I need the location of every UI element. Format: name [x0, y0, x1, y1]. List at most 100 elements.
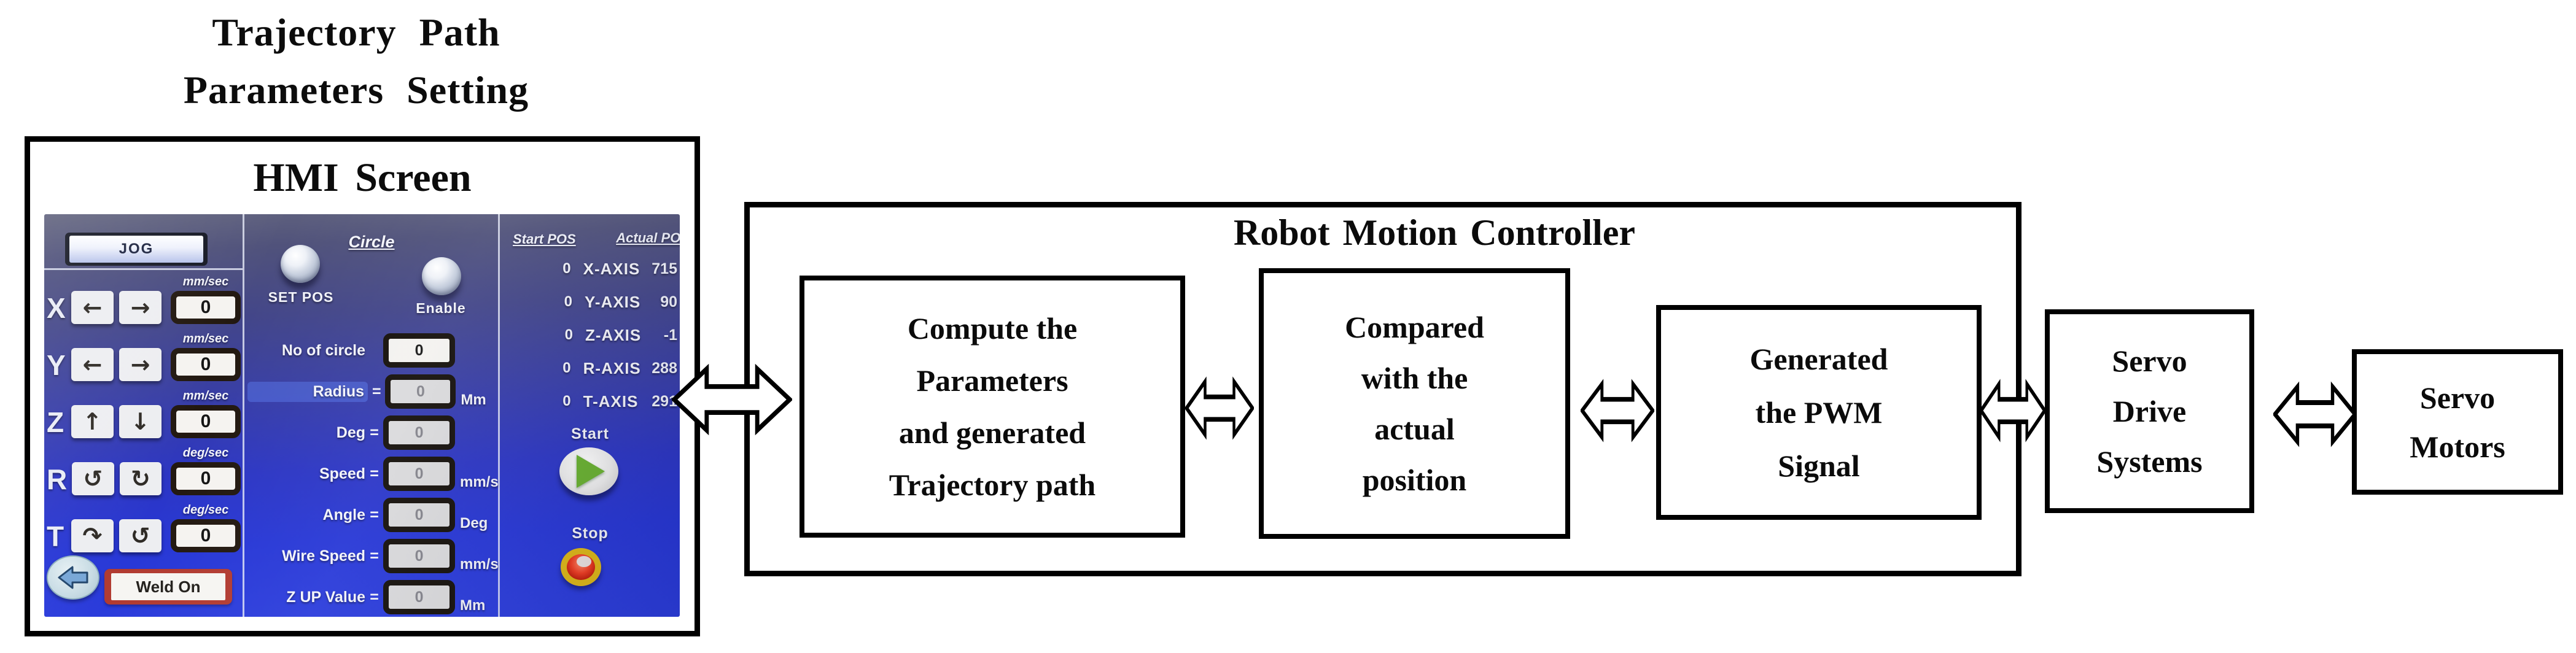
param-label: Wire Speed: [282, 547, 365, 565]
start-pos-value: 0: [564, 293, 572, 310]
axis-row-z: 0 Z-AXIS -1: [500, 319, 680, 352]
jog-r-ccw-button[interactable]: ↺: [72, 462, 114, 495]
arrow-right-icon: →: [130, 294, 150, 321]
jog-x-speed-field[interactable]: 0: [171, 291, 241, 324]
jog-rows: X ← → mm/sec 0 Y ← → mm/sec 0 Z ↑: [47, 272, 241, 557]
jog-z-speed-field[interactable]: 0: [171, 405, 241, 438]
axis-name: Y-AXIS: [585, 292, 641, 311]
play-icon: [577, 455, 605, 488]
radius-field[interactable]: 0: [385, 374, 456, 409]
column-divider: [243, 214, 244, 617]
stop-button[interactable]: [561, 548, 601, 586]
axis-letter: R: [47, 463, 68, 495]
block-text-line: the PWM: [1755, 395, 1883, 430]
actual-pos-value: 715: [652, 260, 677, 277]
jog-y-minus-button[interactable]: ←: [71, 348, 114, 381]
arrow-left-icon: ←: [82, 294, 103, 321]
block-text-line: actual: [1374, 411, 1455, 446]
jog-x-plus-button[interactable]: →: [119, 291, 161, 324]
block-text-line: Compared: [1345, 309, 1484, 344]
servo-motors-block: Servo Motors: [2352, 349, 2563, 495]
page-title: Trajectory Path Parameters Setting: [92, 4, 620, 119]
actual-pos-value: 90: [660, 293, 677, 311]
page-title-line1: Trajectory Path: [212, 10, 500, 54]
start-button[interactable]: [559, 447, 618, 495]
flow-arrow-compare-pwm: [1581, 379, 1654, 442]
block-text-line: Motors: [2410, 429, 2505, 464]
stop-label: Stop: [572, 525, 609, 542]
jog-r-cw-button[interactable]: ↻: [119, 462, 161, 495]
equals-sign: =: [372, 382, 381, 400]
actual-pos-value: -1: [663, 326, 677, 344]
jog-t-speed-field[interactable]: 0: [171, 519, 241, 552]
jog-z-down-button[interactable]: ↓: [119, 405, 161, 438]
jog-y-speed-field[interactable]: 0: [171, 348, 241, 381]
jog-button-frame: JOG: [65, 233, 208, 266]
weld-on-button[interactable]: Weld On: [104, 569, 232, 605]
axis-row-y: 0 Y-AXIS 90: [500, 285, 680, 319]
param-row: No of circle 0: [247, 331, 499, 370]
hmi-screen-title: HMI Screen: [253, 155, 472, 200]
unit-label: mm/sec: [182, 332, 229, 346]
rotate-arc-icon: ↷: [82, 522, 103, 549]
block-text-line: Servo: [2112, 344, 2187, 378]
axis-row-t: 0 T-AXIS 291: [500, 385, 680, 418]
block-text-line: position: [1362, 462, 1467, 497]
jog-t-cw-button[interactable]: ↺: [119, 519, 161, 552]
jog-r-speed-field[interactable]: 0: [171, 462, 241, 495]
jog-y-plus-button[interactable]: →: [119, 348, 161, 381]
block-text-line: Drive: [2112, 394, 2187, 428]
block-text-line: Compute the: [907, 311, 1078, 346]
jog-speed-group: deg/sec 0: [171, 446, 241, 495]
back-button[interactable]: [47, 555, 99, 600]
jog-row-t: T ↷ ↺ deg/sec 0: [47, 500, 241, 557]
param-label: Angle: [322, 506, 365, 524]
jog-row-r: R ↺ ↻ deg/sec 0: [47, 443, 241, 500]
param-unit: Mm: [460, 597, 486, 614]
axis-name: X-AXIS: [583, 259, 640, 278]
back-arrow-icon: [58, 566, 88, 589]
hmi-photo: JOG X ← → mm/sec 0 Y ← → mm/sec 0: [44, 214, 680, 617]
param-unit: mm/s: [460, 474, 499, 490]
enable-knob[interactable]: [422, 257, 461, 295]
flow-arrow-servodrive-servomotors: [2273, 381, 2357, 447]
jog-x-minus-button[interactable]: ←: [71, 291, 114, 324]
no-of-circle-field[interactable]: 0: [383, 333, 455, 368]
param-unit: mm/s: [460, 556, 499, 573]
start-pos-value: 0: [562, 260, 571, 277]
param-row: Deg = 0: [247, 413, 499, 452]
z-up-value-field[interactable]: 0: [383, 580, 455, 614]
param-row: Angle = 0 Deg: [247, 495, 499, 535]
compute-parameters-block: Compute the Parameters and generated Tra…: [800, 276, 1185, 538]
param-label: Deg: [336, 423, 365, 441]
angle-field[interactable]: 0: [383, 498, 455, 532]
axis-letter: Y: [47, 349, 66, 381]
param-row: Speed = 0 mm/s: [247, 454, 499, 493]
equals-sign: =: [370, 547, 379, 565]
robot-motion-controller-title: Robot Motion Controller: [1233, 212, 1636, 253]
circle-panel: Circle SET POS Enable No of circle 0 Rad…: [243, 214, 500, 617]
jog-button[interactable]: JOG: [69, 236, 203, 263]
set-pos-knob[interactable]: [281, 245, 320, 283]
unit-label: deg/sec: [182, 503, 229, 517]
column-divider: [498, 214, 500, 617]
jog-t-ccw-button[interactable]: ↷: [71, 519, 114, 552]
block-text-line: Servo: [2419, 380, 2496, 415]
compare-position-block: Compared with the actual position: [1259, 268, 1570, 539]
axis-name: T-AXIS: [583, 392, 639, 411]
param-unit: [460, 368, 499, 370]
position-panel: Start POS Actual POS 0 X-AXIS 715 0 Y-AX…: [500, 214, 680, 617]
axis-letter: Z: [47, 406, 64, 438]
speed-field[interactable]: 0: [383, 457, 455, 491]
param-unit: [460, 450, 499, 452]
param-label: Z UP Value: [286, 588, 365, 606]
jog-speed-group: mm/sec 0: [171, 332, 241, 381]
jog-speed-group: deg/sec 0: [171, 503, 241, 552]
jog-z-up-button[interactable]: ↑: [71, 405, 114, 438]
jog-speed-group: mm/sec 0: [171, 275, 241, 324]
equals-sign: =: [370, 588, 379, 606]
deg-field[interactable]: 0: [383, 415, 455, 450]
wire-speed-field[interactable]: 0: [383, 539, 455, 573]
rotate-cw-icon: ↻: [130, 465, 150, 492]
